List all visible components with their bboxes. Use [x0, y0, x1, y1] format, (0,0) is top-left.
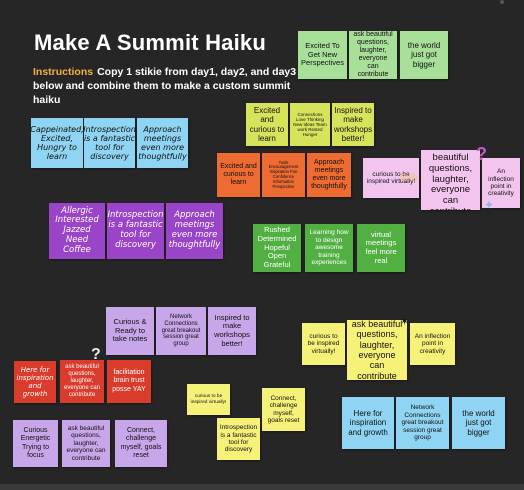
- sticky-note[interactable]: ask beautiful questions, laughter, every…: [347, 320, 407, 380]
- sticky-note[interactable]: Network Connections great breakout sessi…: [156, 307, 206, 355]
- sticky-note[interactable]: An inflection point in creativity: [410, 323, 455, 365]
- instructions-body: Copy 1 stikie from day1, day2, and day3 …: [33, 66, 297, 106]
- sticky-note[interactable]: the world just got bigger: [400, 31, 448, 79]
- sticky-note[interactable]: Learning how to design awesome training …: [305, 224, 353, 272]
- sticky-note[interactable]: Approach meetings even more thoughtfully: [137, 118, 188, 168]
- sticky-note[interactable]: the world just got bigger: [452, 397, 505, 449]
- sticky-note[interactable]: virtual meetings feel more real: [357, 224, 405, 272]
- sticky-note[interactable]: Introspection is a fantastic tool for di…: [84, 118, 135, 168]
- question-mark-sticker-icon: ?: [91, 346, 101, 363]
- sticky-note[interactable]: Tools Encouragement Inspiration Fun Conf…: [262, 153, 305, 197]
- sticky-note[interactable]: Here for inspiration and growth: [14, 361, 56, 403]
- spark-sticker-icon: ✶: [400, 316, 410, 328]
- sticky-note[interactable]: Rushed Determined Hopeful Open Grateful: [253, 224, 301, 272]
- sticky-note[interactable]: Excited To Get New Perspectives: [298, 31, 347, 79]
- sticky-note[interactable]: Allergic Interested Jazzed Need Coffee: [49, 203, 105, 259]
- sticky-note[interactable]: Connections Love Thinking New Ideas Team…: [290, 103, 330, 146]
- sticky-note[interactable]: Connect, challenge myself, goals reset: [115, 420, 167, 467]
- sticky-note[interactable]: Inspired to make workshops better!: [332, 103, 374, 146]
- sticky-note[interactable]: ask beautiful questions, laughter, every…: [62, 420, 110, 467]
- sticky-note[interactable]: curious to be inspired virtually!: [363, 158, 419, 198]
- sticky-note[interactable]: Network Connections great breakout sessi…: [396, 397, 449, 449]
- sticky-note[interactable]: Cappeinated, Excited, Hungry to learn: [31, 118, 83, 168]
- sticky-note[interactable]: ask beautiful questions, laughter, every…: [349, 31, 397, 79]
- sticky-note[interactable]: ask beautiful questions, laughter, every…: [60, 360, 104, 403]
- question-mark-sticker-icon: ?: [476, 144, 487, 164]
- sticky-note[interactable]: An inflection point in creativity: [482, 158, 520, 208]
- sticky-note[interactable]: Curious & Ready to take notes: [106, 307, 154, 355]
- sticky-note[interactable]: Curious Energetic Trying to focus: [13, 420, 58, 467]
- sticky-note[interactable]: Inspired to make workshops better!: [208, 307, 256, 355]
- instructions-label: Instructions: [33, 66, 94, 78]
- sticky-note[interactable]: Excited and curious to learn: [246, 103, 288, 146]
- page-title: Make A Summit Haiku: [34, 30, 267, 55]
- sticky-note[interactable]: Approach meetings even more thoughtfully: [166, 203, 223, 259]
- sticky-note[interactable]: Introspection is a fantastic tool for di…: [107, 203, 164, 259]
- sticky-note[interactable]: Excited and curious to learn: [217, 153, 260, 197]
- sticky-note[interactable]: curious to be inspired virtually!: [302, 323, 345, 365]
- sticky-note[interactable]: Here for inspiration and growth: [342, 397, 394, 449]
- sticky-note[interactable]: Approach meetings even more thoughtfully: [307, 153, 351, 197]
- sticky-note[interactable]: ask beautiful questions, laughter, every…: [421, 150, 480, 210]
- glasses-sticker-icon: ◎◎: [400, 172, 418, 183]
- sparkle-sticker-icon: ✦: [484, 198, 495, 212]
- cursor-dot: [500, 0, 504, 4]
- sticky-note[interactable]: Connect, challenge myself, goals reset: [262, 388, 305, 431]
- canvas-bottom-edge: [0, 484, 524, 490]
- sticky-note[interactable]: facilitation brain trust posse YAY: [107, 360, 151, 403]
- sticky-note[interactable]: curious to be inspired virtually!: [187, 384, 230, 415]
- sticky-note[interactable]: Introspection is a fantastic tool for di…: [217, 418, 260, 460]
